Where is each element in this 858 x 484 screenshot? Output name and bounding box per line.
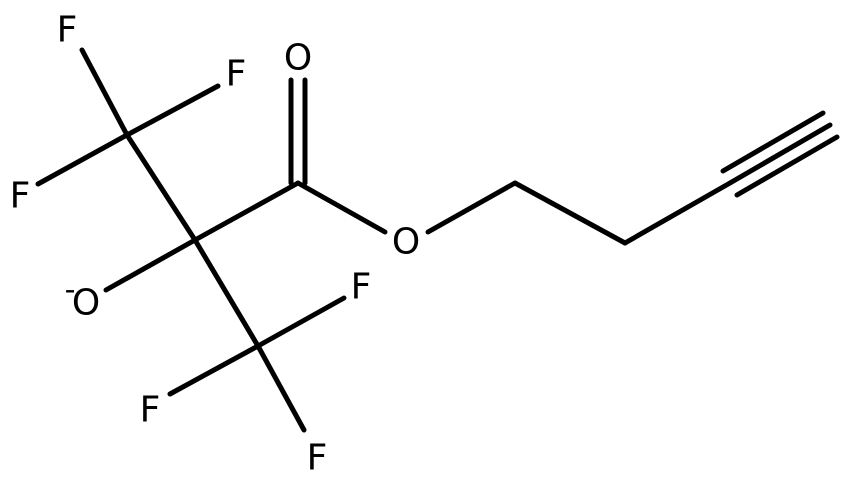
- bond-cf3a-f3: [35, 132, 130, 187]
- bond-o2-c1: [425, 180, 518, 235]
- bond-c1-c2: [512, 180, 628, 246]
- bond-cf3b-f5: [167, 343, 261, 397]
- bond-c3-c4-c: [734, 134, 840, 198]
- bond-c3-c4-a: [720, 110, 826, 174]
- atom-f3: F: [10, 176, 31, 217]
- bond-cf3a-f2: [124, 83, 221, 138]
- atom-o3-charge: -: [65, 273, 76, 308]
- bond-cf3a-f1: [79, 47, 130, 138]
- atom-f5: F: [140, 390, 161, 431]
- atom-f4: F: [351, 267, 372, 308]
- bond-cf3a-cq: [124, 132, 198, 243]
- atom-o1: O: [284, 38, 312, 79]
- bond-cq-cf3b: [192, 237, 261, 349]
- bond-cf3b-f4: [255, 295, 347, 349]
- bond-cc-o2: [295, 180, 388, 235]
- atom-o2: O: [392, 222, 420, 263]
- bond-cq-cc: [192, 180, 301, 243]
- bond-cf3b-f6: [255, 343, 307, 433]
- atom-f6: F: [307, 438, 328, 479]
- bonds: [35, 47, 840, 433]
- atom-labels: F F F O O - O F F F: [10, 10, 421, 479]
- atom-o3: O: [72, 283, 100, 324]
- atom-f1: F: [57, 10, 78, 51]
- bond-c3-c4-b: [727, 122, 833, 186]
- bond-cq-o3: [103, 237, 198, 293]
- atom-f2: F: [226, 54, 247, 95]
- bond-c2-c3: [622, 180, 733, 246]
